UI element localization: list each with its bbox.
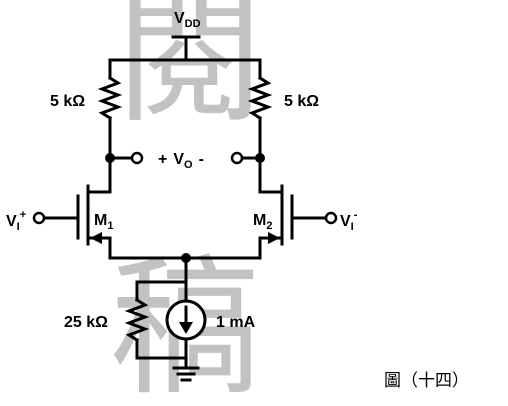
- transistor-m2: [258, 156, 338, 260]
- watermark-char-1: 閱: [115, 0, 265, 144]
- current-source: [165, 280, 207, 360]
- load-resistor-right-label: 5 kΩ: [284, 93, 319, 110]
- output-voltage-label: +VO-: [158, 151, 204, 171]
- tail-resistor: [124, 280, 150, 360]
- load-resistor-left-label: 5 kΩ: [50, 93, 85, 110]
- ground-icon: [172, 366, 200, 382]
- transistor-m1: [32, 156, 112, 260]
- vdd-label: VDD: [174, 10, 201, 30]
- vdd-rail: [108, 35, 262, 62]
- output-terminals: [105, 151, 265, 165]
- m1-label: M1: [94, 212, 113, 232]
- common-source-node: [108, 253, 262, 370]
- load-resistor-left: [97, 58, 123, 160]
- m2-label: M2: [253, 212, 272, 232]
- current-source-label: 1 mA: [216, 314, 256, 331]
- tail-resistor-label: 25 kΩ: [64, 314, 108, 331]
- load-resistor-right: [247, 58, 273, 160]
- input-plus-label: VI+: [6, 209, 26, 233]
- figure-caption: 圖（十四）: [384, 371, 469, 391]
- input-minus-label: VI-: [340, 209, 358, 233]
